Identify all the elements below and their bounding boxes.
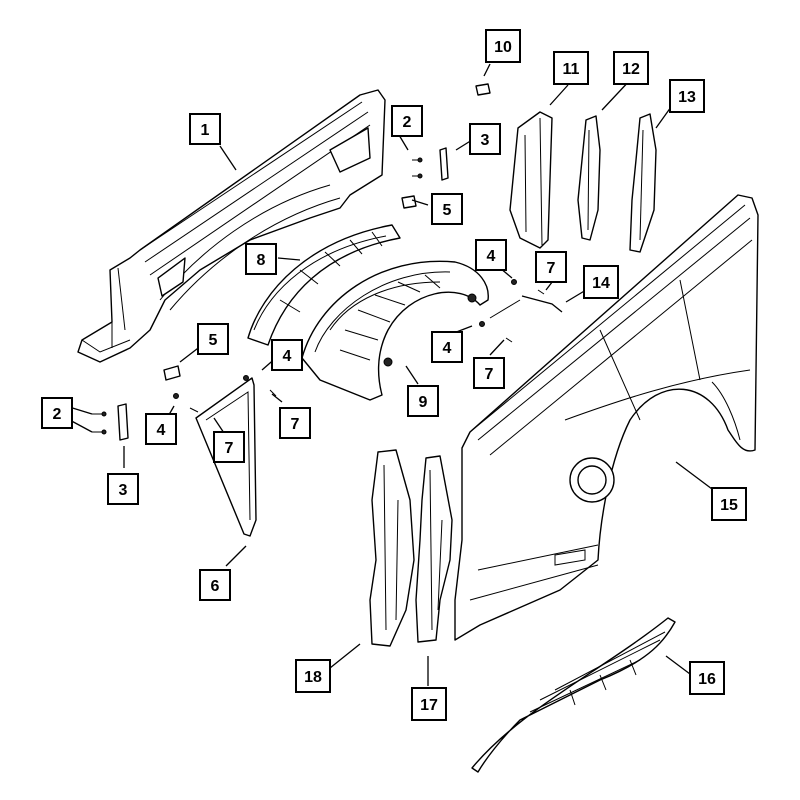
svg-text:4: 4 [443,340,452,357]
part-8-wheelhouse-arch [247,224,401,346]
svg-text:2: 2 [53,406,62,423]
part-1-inner-side-panel [77,89,386,363]
callout-12: 12 [613,51,649,85]
svg-text:14: 14 [592,275,610,292]
svg-text:6: 6 [211,578,220,595]
callout-4-right-top: 4 [475,239,507,271]
svg-text:17: 17 [420,697,438,714]
callout-16: 16 [689,661,725,695]
svg-text:16: 16 [698,671,716,688]
part-11-pillar [509,111,553,249]
svg-text:5: 5 [209,332,218,349]
callout-4-left: 4 [145,413,177,445]
callout-5-top: 5 [431,193,463,225]
callout-7-left: 7 [213,431,245,463]
callout-17: 17 [411,687,447,721]
callout-7-mid: 7 [279,407,311,439]
svg-text:1: 1 [201,122,210,139]
svg-text:10: 10 [494,39,512,56]
part-13-pillar-strip [629,113,657,253]
callout-14: 14 [583,265,619,299]
callout-10: 10 [485,29,521,63]
callout-4-mid: 4 [271,339,303,371]
svg-text:11: 11 [563,61,580,78]
callout-15: 15 [711,487,747,521]
callout-2-top: 2 [391,105,423,137]
svg-text:4: 4 [157,422,166,439]
callout-5-left: 5 [197,323,229,355]
svg-text:9: 9 [419,394,428,411]
svg-text:8: 8 [257,252,266,269]
part-16-lower-panel [471,617,676,773]
callout-6: 6 [199,569,231,601]
part-12-pillar-strip [577,115,601,241]
callout-1: 1 [189,113,221,145]
part-10-clip [475,83,491,96]
part-9-wheelhouse-liner [301,260,489,401]
part-18-pillar-reinforcement [369,449,415,647]
svg-text:4: 4 [283,348,292,365]
callout-7-right-bottom: 7 [473,357,505,389]
callout-4-right-bottom: 4 [431,331,463,363]
svg-text:15: 15 [720,497,738,514]
part-14-cable [489,295,563,319]
svg-text:18: 18 [304,669,322,686]
callout-13: 13 [669,79,705,113]
callout-9: 9 [407,385,439,417]
svg-text:7: 7 [547,260,556,277]
svg-text:7: 7 [291,416,300,433]
part-15-outer-quarter-panel [454,194,759,641]
part-17-pillar-reinforcement [415,455,453,643]
callout-3-left: 3 [107,473,139,505]
callout-7-right-top: 7 [535,251,567,283]
svg-text:5: 5 [443,202,452,219]
svg-text:2: 2 [403,114,412,131]
callout-8: 8 [245,243,277,275]
callout-18: 18 [295,659,331,693]
svg-text:7: 7 [225,440,234,457]
svg-text:3: 3 [119,482,128,499]
svg-text:13: 13 [678,89,696,106]
svg-text:7: 7 [485,366,494,383]
svg-text:3: 3 [481,132,490,149]
callout-3-top: 3 [469,123,501,155]
callout-2-left: 2 [41,397,73,429]
callout-11: 11 [553,51,589,85]
svg-text:4: 4 [487,248,496,265]
svg-text:12: 12 [622,61,640,78]
fasteners [92,147,545,441]
